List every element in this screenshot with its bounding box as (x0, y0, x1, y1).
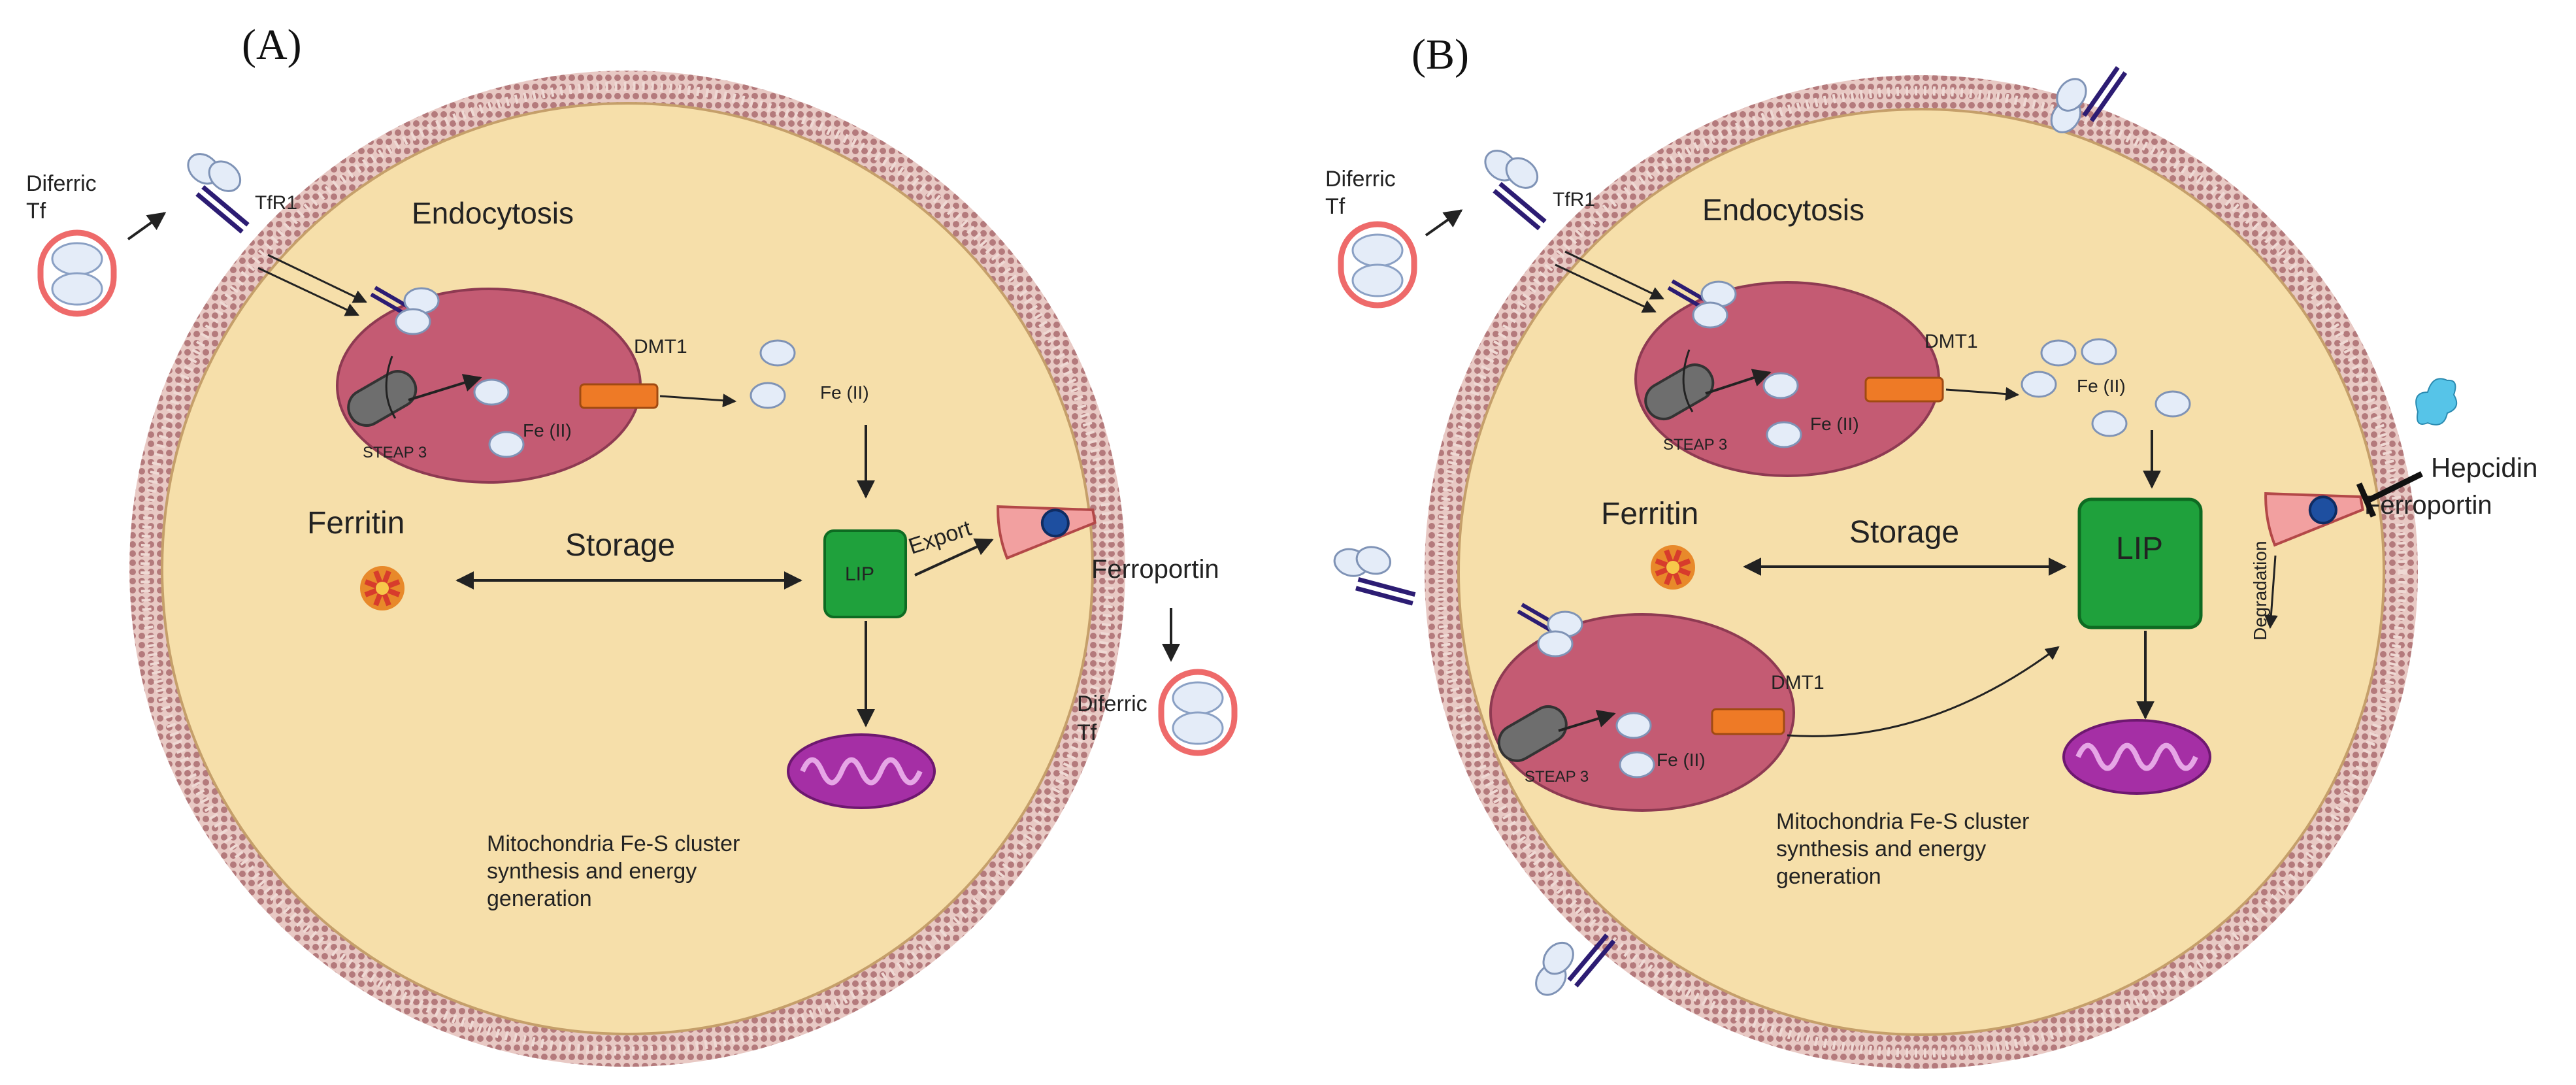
ferritin-label: Ferritin (1601, 497, 1698, 531)
iron-icon (488, 431, 525, 458)
cytoplasm (1457, 108, 2385, 1036)
degradation-label: Degradation (2250, 541, 2270, 641)
diferric-tf-label-2: Tf (1325, 194, 1346, 219)
dmt1-channel (1864, 376, 1944, 403)
panel-a: (A) Diferric Tf TfR1 Endocytosis STEAP (26, 21, 1234, 1067)
ferroportin-label: Ferroportin (2364, 491, 2492, 520)
mito-caption-line-3: generation (1776, 864, 1881, 889)
ferroportin-protein (2264, 492, 2364, 547)
iron-icon (2155, 390, 2191, 418)
mito-caption-line-2: synthesis and energy (1776, 837, 1986, 861)
ferritin-label: Ferritin (307, 506, 405, 541)
transferrin-icon (1161, 672, 1234, 753)
lip-pool (823, 529, 907, 618)
iron-icon (1762, 372, 1799, 399)
iron-icon (1692, 301, 1728, 329)
iron-icon (1537, 630, 1574, 658)
fe-lower-label: Fe (II) (1657, 750, 1706, 770)
diferric-tf-label-1: Diferric (1325, 167, 1396, 192)
mitochondria-icon (787, 733, 936, 809)
mito-caption-line-3: generation (487, 886, 592, 911)
diferric-tf-out-label-2: Tf (1077, 720, 1097, 745)
iron-icon (2021, 371, 2057, 398)
diferric-tf-label-2: Tf (26, 199, 46, 224)
diferric-tf-out-label-1: Diferric (1077, 692, 1148, 716)
fe-inside-label: Fe (II) (1810, 414, 1859, 434)
iron-icon (2040, 339, 2077, 367)
iron-icon (1766, 421, 1802, 448)
mito-caption-line-2: synthesis and energy (487, 859, 697, 884)
hepcidin-icon (2415, 378, 2458, 426)
endosome (1489, 613, 1795, 812)
steap3-protein (347, 370, 418, 427)
iron-icon (1619, 751, 1655, 778)
iron-icon (395, 308, 431, 335)
tfr1-receptor (176, 142, 271, 232)
fe-inside-label: Fe (II) (523, 420, 572, 441)
tfr1-label: TfR1 (1553, 189, 1595, 210)
dmt1-channel (579, 383, 659, 409)
storage-label: Storage (1849, 515, 1959, 550)
dmt1-lower-label: DMT1 (1771, 672, 1825, 693)
storage-label: Storage (565, 528, 675, 563)
endocytosis-label: Endocytosis (1702, 193, 1864, 227)
lip-label: LIP (2116, 531, 2163, 566)
steap3-protein (1497, 705, 1568, 762)
ferritin-icon (360, 566, 405, 610)
cytoplasm (161, 102, 1094, 1035)
tfr1-receptor (1329, 538, 1424, 603)
transferrin-icon (1341, 224, 1414, 305)
dmt1-label: DMT1 (1924, 331, 1978, 352)
panel-a-label: (A) (242, 21, 302, 69)
diferric-tf-label-1: Diferric (26, 171, 97, 196)
iron-icon (1615, 712, 1652, 739)
endocytosis-label: Endocytosis (412, 196, 574, 230)
mito-caption-line-1: Mitochondria Fe-S cluster (1776, 809, 2029, 834)
tfr1-label: TfR1 (255, 192, 297, 214)
ferritin-icon (1651, 545, 1695, 590)
panel-b-label: (B) (1412, 31, 1469, 78)
steap3-protein (1644, 363, 1715, 421)
dmt1-label: DMT1 (634, 336, 687, 358)
iron-icon (473, 378, 510, 406)
steap3-label: STEAP 3 (1663, 436, 1727, 454)
steap3-label: STEAP 3 (363, 444, 427, 461)
dmt1-channel (1711, 708, 1785, 735)
iron-icon (750, 382, 786, 409)
mitochondria-icon (2062, 719, 2211, 795)
fe-cytosol-label: Fe (II) (820, 382, 869, 403)
hepcidin-label: Hepcidin (2431, 452, 2537, 483)
iron-icon (759, 339, 796, 367)
ferroportin-label: Ferroportin (1091, 555, 1219, 584)
tfr1-receptor (1473, 139, 1568, 229)
panel-b: (B) Diferric Tf TfR1 Endocytosis STEAP 3 (1325, 31, 2537, 1069)
fe-cytosol-label: Fe (II) (2077, 376, 2126, 396)
steap3-lower-label: STEAP 3 (1525, 768, 1589, 786)
lip-label: LIP (845, 563, 874, 585)
ferroportin-protein (997, 505, 1097, 560)
mito-caption-line-1: Mitochondria Fe-S cluster (487, 831, 740, 856)
lip-pool (2077, 497, 2203, 629)
iron-icon (2091, 410, 2128, 437)
iron-icon (2081, 338, 2117, 365)
transferrin-icon (41, 233, 114, 314)
